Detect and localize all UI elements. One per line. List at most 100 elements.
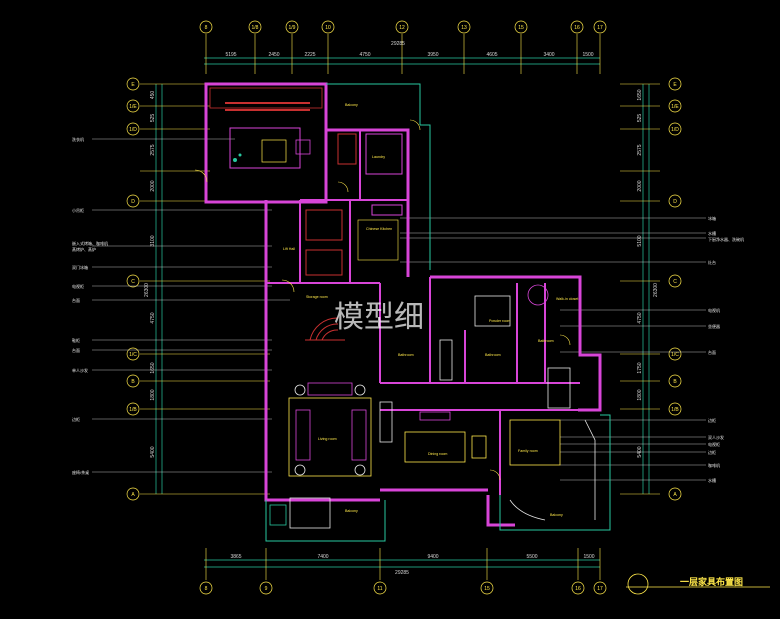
- svg-text:小吊柜: 小吊柜: [72, 207, 84, 213]
- svg-text:2450: 2450: [268, 52, 279, 58]
- spiral-stair: [305, 317, 345, 341]
- family-room-furniture: [439, 284, 571, 466]
- svg-text:1/9: 1/9: [289, 25, 296, 31]
- left-callout-labels: 洗衣机 小吊柜 嵌入式烤箱、咖啡机 蒸烤炉、蒸炉 双门冰箱 电视柜 台面 鞋柜 …: [72, 136, 108, 475]
- svg-text:16: 16: [575, 586, 581, 592]
- room-labels: Balcony Laundry Chinese Kitchen Lift Hal…: [283, 103, 578, 517]
- svg-text:5500: 5500: [526, 554, 537, 560]
- svg-text:1/B: 1/B: [671, 407, 679, 413]
- left-dimension-string: [155, 84, 163, 494]
- right-dimension-string: [642, 84, 650, 494]
- room-dining: Dining room: [428, 452, 447, 456]
- room-bathroom-3: Bathroom: [538, 339, 554, 343]
- bottom-axis-ticks: [205, 548, 601, 580]
- svg-text:E: E: [673, 82, 677, 88]
- svg-text:3400: 3400: [543, 52, 554, 58]
- right-callout-leaders: [400, 217, 706, 481]
- svg-text:12: 12: [399, 25, 405, 31]
- svg-text:1800: 1800: [637, 389, 643, 400]
- right-total-dim: 26300: [653, 283, 659, 297]
- watermark: 模型细: [334, 301, 424, 334]
- living-room-furniture: [288, 382, 393, 477]
- svg-text:1750: 1750: [637, 362, 643, 373]
- room-powder: Powder room: [489, 319, 510, 323]
- svg-text:9400: 9400: [427, 554, 438, 560]
- title-block: 一层家具布置图: [626, 573, 770, 595]
- svg-text:边柜: 边柜: [708, 449, 716, 455]
- svg-text:B: B: [673, 379, 677, 385]
- top-axis-ticks: [205, 34, 601, 74]
- svg-text:17: 17: [597, 586, 603, 592]
- room-bathroom-1: Bathroom: [398, 353, 414, 357]
- svg-text:咖啡机: 咖啡机: [708, 462, 720, 468]
- svg-text:2575: 2575: [150, 144, 156, 155]
- balcony-rails: [265, 83, 611, 542]
- room-living: Living room: [318, 437, 337, 441]
- svg-text:1/E: 1/E: [671, 104, 679, 110]
- svg-text:下厨净水器、洗碗机: 下厨净水器、洗碗机: [708, 236, 744, 242]
- room-bathroom-2: Bathroom: [485, 353, 501, 357]
- room-storage: Storage room: [306, 295, 328, 299]
- balcony-details: [269, 419, 596, 529]
- svg-text:16: 16: [574, 25, 580, 31]
- svg-text:4750: 4750: [637, 312, 643, 323]
- svg-text:台面: 台面: [72, 347, 80, 353]
- left-segment-dims: 450 525 2575 2000 3100 4750 1650 1800 54…: [150, 91, 156, 458]
- svg-text:D: D: [673, 199, 677, 205]
- svg-text:D: D: [131, 199, 135, 205]
- svg-text:电视柜: 电视柜: [708, 441, 720, 447]
- svg-text:双人沙发: 双人沙发: [708, 434, 724, 440]
- svg-text:4750: 4750: [359, 52, 370, 58]
- right-axis-bubbles: [668, 77, 682, 501]
- svg-text:1500: 1500: [583, 554, 594, 560]
- svg-text:450: 450: [150, 91, 156, 100]
- svg-text:15: 15: [484, 586, 490, 592]
- svg-text:电视柜: 电视柜: [72, 283, 84, 289]
- svg-text:B: B: [131, 379, 135, 385]
- svg-text:灶台: 灶台: [708, 259, 716, 265]
- bottom-axis-labels: 8 9 11 15 16 17: [205, 586, 603, 592]
- svg-text:C: C: [131, 279, 135, 285]
- svg-text:17: 17: [597, 25, 603, 31]
- right-segment-dims: 1650 525 2575 2000 5100 4750 1750 1800 5…: [637, 89, 643, 457]
- svg-text:2000: 2000: [637, 180, 643, 191]
- svg-text:1650: 1650: [150, 362, 156, 373]
- svg-text:台面: 台面: [708, 349, 716, 355]
- svg-text:1650: 1650: [637, 89, 643, 100]
- exterior-walls: [204, 82, 602, 527]
- svg-text:525: 525: [150, 114, 156, 123]
- svg-text:边柜: 边柜: [708, 417, 716, 423]
- top-segment-dims: 5195 2450 2225 4750 3950 4605 3400 1500: [225, 52, 593, 58]
- left-axis-labels: E 1/E 1/D D C 1/C B 1/B A: [129, 82, 137, 498]
- svg-text:鞋柜: 鞋柜: [72, 337, 80, 343]
- svg-text:5400: 5400: [150, 446, 156, 457]
- svg-text:双门冰箱: 双门冰箱: [72, 264, 88, 270]
- left-callout-leaders: [92, 138, 290, 473]
- top-total-dim: 29285: [391, 41, 405, 47]
- room-laundry: Laundry: [372, 155, 385, 159]
- svg-text:8: 8: [205, 586, 208, 592]
- svg-text:E: E: [131, 82, 135, 88]
- svg-text:9: 9: [265, 586, 268, 592]
- room-lift-hall: Lift Hall: [283, 247, 295, 251]
- svg-text:4750: 4750: [150, 312, 156, 323]
- svg-text:水槽: 水槽: [708, 477, 716, 483]
- svg-text:电视机: 电视机: [708, 307, 720, 313]
- svg-text:1500: 1500: [582, 52, 593, 58]
- svg-text:13: 13: [461, 25, 467, 31]
- svg-text:嵌入式烤箱、咖啡机: 嵌入式烤箱、咖啡机: [72, 240, 108, 246]
- laundry-fixtures: [209, 87, 323, 169]
- top-axis-labels: 8 1/8 1/9 10 12 13 15 16 17: [205, 25, 603, 31]
- svg-text:1/D: 1/D: [129, 127, 137, 133]
- svg-text:2000: 2000: [150, 180, 156, 191]
- svg-text:3100: 3100: [150, 235, 156, 246]
- svg-text:1/B: 1/B: [129, 407, 137, 413]
- svg-text:单人沙发: 单人沙发: [72, 367, 88, 373]
- bottom-axis-bubbles: [199, 581, 607, 595]
- svg-text:8: 8: [205, 25, 208, 31]
- bottom-total-dim: 29285: [395, 570, 409, 576]
- room-balcony-north: Balcony: [345, 103, 358, 107]
- right-callout-labels: 冰箱 水槽 下厨净水器、洗碗机 灶台 电视机 坐便器 台面 边柜 双人沙发 电视…: [708, 215, 744, 483]
- svg-text:1/E: 1/E: [129, 104, 137, 110]
